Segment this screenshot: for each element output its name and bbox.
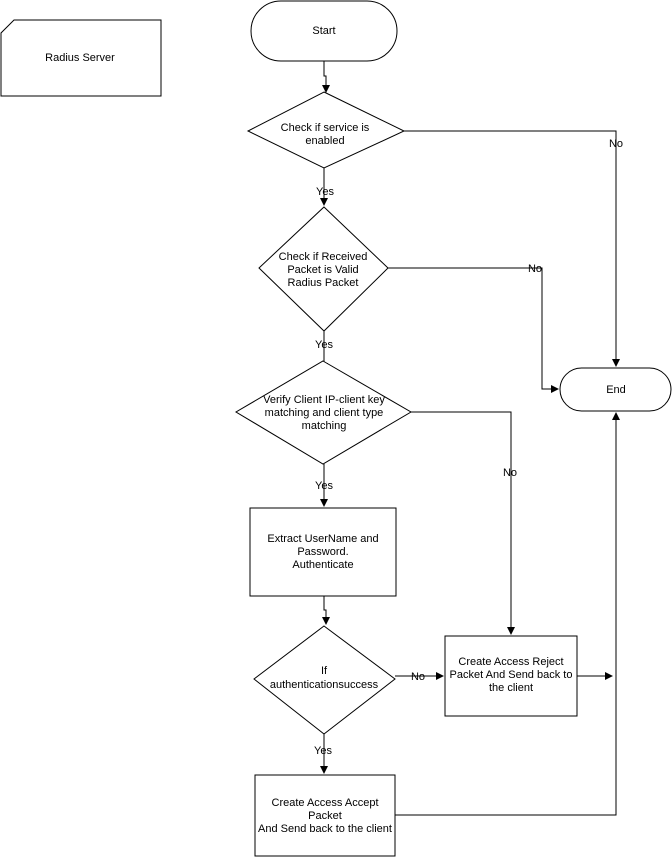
- accept-label-3: And Send back to the client: [258, 823, 392, 835]
- yes-label-verify: Yes: [315, 480, 333, 492]
- radius-server-label: Radius Server: [45, 52, 115, 64]
- if-auth-label-1: If: [321, 665, 328, 677]
- extract-label-2: Password.: [297, 546, 348, 558]
- yes-label-packet: Yes: [315, 339, 333, 351]
- end-node: End: [559, 367, 672, 412]
- verify-client-label-3: matching: [302, 420, 347, 432]
- edge-verify-no: [411, 411, 515, 635]
- yes-label-service: Yes: [316, 186, 334, 198]
- yes-label-auth: Yes: [314, 745, 332, 757]
- check-service-decision: Check if service is enabled: [246, 91, 406, 169]
- check-packet-label-3: Radius Packet: [288, 277, 359, 289]
- edge-labels: Yes Yes Yes Yes No No No No: [314, 138, 623, 757]
- edge-start-to-check-service: [322, 61, 330, 93]
- start-label: Start: [312, 25, 335, 37]
- edge-packet-no: [388, 267, 559, 393]
- edges: [320, 61, 620, 816]
- radius-server-box: Radius Server: [0, 19, 162, 97]
- no-label-service: No: [609, 138, 623, 150]
- reject-label-3: the client: [489, 682, 533, 694]
- reject-label-1: Create Access Reject: [458, 656, 563, 668]
- extract-label-1: Extract UserName and: [267, 533, 378, 545]
- if-auth-decision: If authenticationsuccess: [253, 625, 396, 735]
- edge-extract-to-if: [322, 596, 330, 625]
- verify-client-label-1: Verify Client IP-client key: [263, 394, 385, 406]
- verify-client-label-2: matching and client type: [265, 407, 384, 419]
- if-auth-label-2: authenticationsuccess: [270, 679, 379, 691]
- no-label-packet: No: [528, 263, 542, 275]
- edge-service-no: [404, 130, 620, 367]
- check-packet-label-2: Packet is Valid: [287, 264, 358, 276]
- no-label-auth: No: [411, 671, 425, 683]
- no-label-verify: No: [503, 467, 517, 479]
- check-packet-label-1: Check if Received: [279, 251, 368, 263]
- accept-process: Create Access Accept Packet And Send bac…: [254, 774, 396, 857]
- reject-label-2: Packet And Send back to: [450, 669, 573, 681]
- start-node: Start: [250, 0, 398, 62]
- edge-accept-to-end: [395, 412, 620, 816]
- end-label: End: [606, 384, 626, 396]
- verify-client-decision: Verify Client IP-client key matching and…: [235, 360, 412, 465]
- check-service-label-1: Check if service is: [281, 122, 370, 134]
- extract-process: Extract UserName and Password. Authentic…: [249, 507, 397, 597]
- check-packet-decision: Check if Received Packet is Valid Radius…: [258, 206, 389, 332]
- extract-label-3: Authenticate: [292, 559, 353, 571]
- accept-label-1: Create Access Accept: [272, 797, 379, 809]
- accept-label-2: Packet: [308, 810, 342, 822]
- reject-process: Create Access Reject Packet And Send bac…: [444, 635, 578, 717]
- check-service-label-2: enabled: [305, 135, 344, 147]
